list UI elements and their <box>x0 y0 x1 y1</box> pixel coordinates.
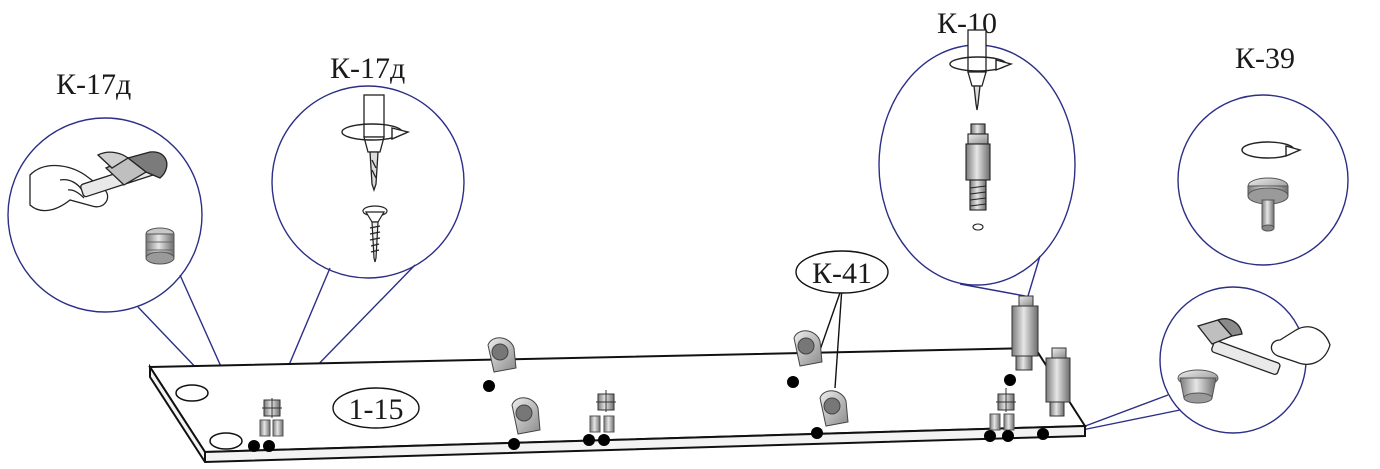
panel-holes <box>175 384 243 450</box>
panel-label-badge: 1-15 <box>332 387 420 429</box>
dowel-icon <box>145 227 175 265</box>
hole-dot <box>583 434 595 446</box>
eccentric-rod-icon <box>1045 347 1071 417</box>
cam-fitting-icon <box>596 390 616 412</box>
hole-dot <box>1004 374 1016 386</box>
eccentric-fitting-icon <box>511 397 541 435</box>
eccentric-rod-icon <box>965 123 991 231</box>
label-k17d-left: К-17д <box>56 68 131 101</box>
label-k10: К-10 <box>937 7 997 40</box>
hole-dot <box>1002 430 1014 442</box>
eccentric-fitting-icon <box>793 330 823 367</box>
hole-dot <box>263 440 275 452</box>
hole-dot <box>248 440 260 452</box>
label-k41: К-41 <box>812 257 872 290</box>
rotate-arrow-icon <box>1241 141 1303 159</box>
hole-dot <box>811 427 823 439</box>
label-k39: К-39 <box>1235 42 1295 75</box>
panel-board <box>148 346 1087 464</box>
dowel-icon <box>259 419 284 437</box>
callout-circle-k39 <box>1177 94 1349 266</box>
hole-dot <box>787 376 799 388</box>
bushing-icon <box>1177 369 1219 404</box>
shelf-support-icon <box>1247 177 1289 232</box>
dowel-icon <box>589 415 615 433</box>
screw-icon <box>362 205 388 263</box>
eccentric-fitting-icon <box>819 390 849 427</box>
k41-badge: К-41 <box>795 250 889 389</box>
rotate-arrow-icon <box>341 123 411 141</box>
hole-dot <box>508 438 520 450</box>
dowel-icon <box>989 413 1015 431</box>
cam-fitting-icon <box>262 398 282 418</box>
screwdriver-icon <box>967 29 987 111</box>
hole-dot <box>984 430 996 442</box>
eccentric-rod-icon <box>1011 295 1039 371</box>
screwdriver-icon <box>363 94 385 193</box>
eccentric-fitting-icon <box>487 337 517 373</box>
hole-dot <box>598 434 610 446</box>
hole-dot <box>483 380 495 392</box>
label-k17d-right: К-17д <box>330 52 405 85</box>
label-panel: 1-15 <box>349 393 404 426</box>
hole-dot <box>1037 428 1049 440</box>
rotate-arrow-icon <box>949 56 1014 72</box>
hammer-icon <box>29 151 168 212</box>
cam-fitting-icon <box>996 388 1016 412</box>
callout-circle-shelf-support <box>1079 286 1307 434</box>
hammer-icon <box>1196 318 1331 376</box>
